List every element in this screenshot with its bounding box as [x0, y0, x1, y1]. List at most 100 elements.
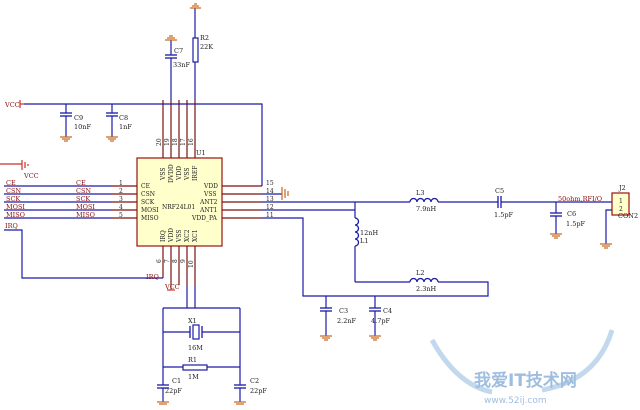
ic-left-pins: 1 2 3 4 5 CE CSN SCK MOSI MISO: [112, 180, 159, 222]
svg-text:1.5pF: 1.5pF: [566, 220, 585, 228]
net-rfio: 50ohm,RFI/O: [558, 195, 602, 203]
vdd-rail-right: [187, 103, 263, 186]
ic-bottom-pins: 6 7 8 9 10 IRQ VDD VSS XC2 XC1: [156, 228, 199, 285]
svg-text:18: 18: [172, 138, 179, 146]
svg-text:6: 6: [156, 259, 163, 263]
ic-right-pins: 15 14 13 12 11 VDD VSS ANT2 ANT1 VDD_PA: [191, 180, 274, 222]
net-sck-right: SCK: [76, 195, 90, 203]
svg-text:L2: L2: [416, 269, 424, 277]
svg-text:1nF: 1nF: [119, 123, 132, 131]
watermark-url: www.52ij.com: [484, 396, 547, 406]
svg-text:1M: 1M: [188, 373, 199, 381]
ic-body: [136, 157, 223, 247]
svg-text:C1: C1: [172, 377, 181, 385]
svg-text:8: 8: [172, 259, 179, 263]
svg-text:C6: C6: [567, 210, 576, 218]
pin-name-vddpa: VDD_PA: [191, 215, 217, 222]
vcc-left: VCC: [0, 160, 39, 180]
net-irq-left: IRQ: [5, 222, 18, 230]
capacitor-c3: C3 2.2nF: [320, 296, 357, 341]
svg-text:DVDD: DVDD: [168, 164, 175, 183]
net-sck-left: SCK: [6, 195, 20, 203]
antenna-path: L3 7.9nH C5 1.5pF 50ohm,RFI/O: [262, 187, 612, 219]
svg-text:VCC: VCC: [23, 172, 39, 180]
svg-text:L1: L1: [360, 237, 368, 245]
pin-name-vdd: VDD: [203, 183, 218, 190]
ground-pin14: [262, 187, 289, 200]
svg-text:2.2nF: 2.2nF: [337, 317, 357, 325]
pin-1: 1: [119, 180, 123, 187]
pin-11: 11: [266, 212, 274, 219]
net-csn-left: CSN: [6, 187, 21, 195]
svg-text:VCC: VCC: [164, 283, 180, 291]
svg-text:9: 9: [180, 259, 187, 263]
svg-text:C2: C2: [250, 377, 259, 385]
svg-text:C7: C7: [174, 47, 183, 55]
svg-text:16: 16: [188, 138, 195, 146]
svg-text:1.5pF: 1.5pF: [494, 211, 513, 219]
pin-name-sck: SCK: [141, 199, 155, 206]
svg-text:VSS: VSS: [176, 230, 183, 243]
svg-text:7: 7: [164, 259, 171, 263]
svg-text:10: 10: [188, 260, 195, 268]
watermark: 我爱IT技术网 www.52ij.com: [429, 329, 615, 406]
ic-ref: U1: [196, 149, 206, 157]
pin-2: 2: [119, 188, 123, 195]
svg-text:IREF: IREF: [192, 166, 199, 181]
capacitor-c6: C6 1.5pF: [550, 202, 585, 239]
svg-text:C9: C9: [74, 114, 83, 122]
capacitor-c9: C9 10nF: [60, 104, 91, 142]
pin-name-ce: CE: [141, 183, 150, 190]
svg-text:XC2: XC2: [184, 229, 191, 242]
svg-text:R1: R1: [188, 356, 197, 364]
svg-text:C4: C4: [383, 307, 392, 315]
pin-name-ant2: ANT2: [199, 199, 218, 206]
svg-text:1: 1: [619, 198, 623, 205]
svg-text:16M: 16M: [188, 344, 203, 352]
svg-text:VSS: VSS: [184, 168, 191, 181]
svg-text:J2: J2: [618, 184, 626, 192]
net-ce-right: CE: [76, 179, 86, 187]
vcc-top-left: VCC: [4, 100, 163, 109]
svg-text:22pF: 22pF: [250, 387, 267, 395]
svg-text:20: 20: [156, 138, 163, 146]
ic-top-pins: 20 19 18 17 16 VSS DVDD VDD VSS IREF: [156, 100, 199, 183]
watermark-text: 我爱IT技术网: [474, 370, 577, 391]
pin-14: 14: [266, 188, 274, 195]
svg-text:7.9nH: 7.9nH: [416, 205, 437, 213]
svg-text:C5: C5: [495, 187, 504, 195]
svg-text:22pF: 22pF: [165, 387, 182, 395]
svg-text:4.7pF: 4.7pF: [371, 317, 390, 325]
net-mosi-left: MOSI: [6, 203, 25, 211]
svg-text:17: 17: [180, 138, 187, 146]
pin-13: 13: [266, 196, 274, 203]
svg-text:2: 2: [619, 206, 623, 213]
pin-name-ant1: ANT1: [199, 207, 217, 214]
svg-text:22K: 22K: [200, 43, 213, 51]
svg-text:2.3nH: 2.3nH: [416, 285, 437, 293]
svg-text:C3: C3: [339, 307, 348, 315]
capacitor-c4: C4 4.7pF: [369, 296, 392, 341]
net-ce-left: CE: [6, 179, 16, 187]
pin-5: 5: [119, 212, 123, 219]
connector-j2: J2 1 2 CON2: [600, 184, 638, 249]
svg-text:VCC: VCC: [4, 101, 20, 109]
pin-15: 15: [266, 180, 274, 187]
net-miso-left: MISO: [6, 211, 25, 219]
pin-3: 3: [119, 196, 123, 203]
svg-text:10nF: 10nF: [74, 123, 91, 131]
capacitor-c8: C8 1nF: [106, 104, 132, 142]
net-mosi-right: MOSI: [76, 203, 95, 211]
svg-text:CON2: CON2: [618, 212, 638, 220]
net-irq-bottom: IRQ: [146, 273, 159, 281]
svg-text:33nF: 33nF: [173, 61, 190, 69]
net-miso-right: MISO: [76, 211, 95, 219]
svg-text:XC1: XC1: [192, 229, 199, 242]
svg-text:VSS: VSS: [160, 168, 167, 181]
svg-text:X1: X1: [188, 317, 197, 325]
spi-bus: CE CSN SCK MOSI MISO CE CSN SCK MOSI MIS…: [4, 179, 112, 230]
net-csn-right: CSN: [76, 187, 91, 195]
svg-text:R2: R2: [200, 34, 209, 42]
svg-text:VDD: VDD: [168, 228, 175, 243]
